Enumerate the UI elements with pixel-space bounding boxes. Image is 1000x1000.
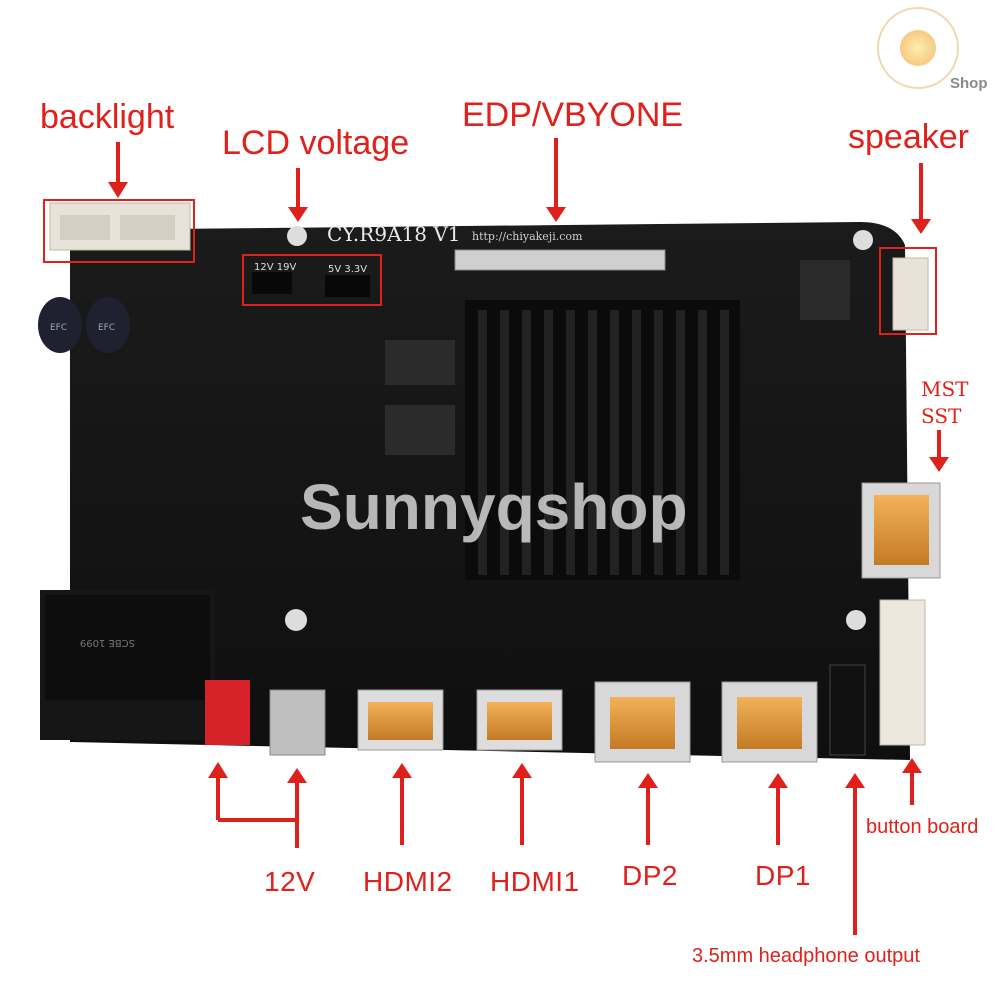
label-headphone-output: 3.5mm headphone output: [692, 945, 920, 967]
memory-chip-1: [385, 340, 455, 385]
hdmi1-port: [476, 689, 563, 751]
svg-text:EFC: EFC: [50, 323, 67, 333]
annotation-arrows: [108, 138, 949, 935]
headphone-jack: [829, 664, 866, 756]
label-sst: SST: [921, 404, 962, 428]
mounting-hole-tl: [287, 226, 307, 246]
speaker-connector: [892, 257, 929, 331]
mounting-hole-tr: [853, 230, 873, 250]
label-lcd-voltage: LCD voltage: [222, 124, 410, 162]
shop-logo: [877, 7, 959, 89]
board-url-label: http://chiyakeji.com: [472, 230, 583, 243]
mounting-hole-mid: [285, 609, 307, 631]
memory-chip-2: [385, 405, 455, 455]
label-edp-vbyone: EDP/VBYONE: [462, 96, 684, 134]
sun-icon: [900, 30, 936, 66]
label-12v: 12V: [264, 866, 316, 897]
audio-ic: [800, 260, 850, 320]
svg-text:EFC: EFC: [98, 323, 115, 333]
edp-connector: [454, 249, 666, 271]
watermark: Sunnyqshop: [300, 471, 688, 543]
jumper-left-label: 12V 19V: [254, 262, 296, 273]
label-backlight: backlight: [40, 98, 175, 136]
label-hdmi1: HDMI1: [490, 866, 580, 897]
label-dp1: DP1: [755, 860, 811, 891]
backlight-highlight-box: [43, 199, 195, 263]
speaker-highlight-box: [879, 247, 937, 335]
lcd-voltage-highlight-box: [242, 254, 382, 306]
capacitor-1: [38, 297, 82, 353]
svg-text:SCBE 1099: SCBE 1099: [80, 637, 135, 648]
heatsink: [465, 300, 740, 580]
jumper-right-label: 5V 3.3V: [328, 264, 367, 275]
power-connector-red: [205, 680, 250, 745]
dp1-port: [721, 681, 818, 763]
hdmi2-port: [357, 689, 444, 751]
capacitor-2: [86, 297, 130, 353]
dp2-port: [594, 681, 691, 763]
label-button-board: button board: [866, 816, 979, 838]
logo-text: Shop: [950, 75, 988, 92]
button-board-connector: [879, 599, 926, 746]
dc-jack: [269, 689, 326, 756]
label-dp2: DP2: [622, 860, 678, 891]
board-model-label: CY.R9A18 V1: [327, 222, 461, 246]
label-mst: MST: [921, 377, 969, 401]
label-speaker: speaker: [848, 118, 969, 156]
mounting-hole-br: [846, 610, 866, 630]
transformer: [45, 595, 210, 700]
label-hdmi2: HDMI2: [363, 866, 453, 897]
